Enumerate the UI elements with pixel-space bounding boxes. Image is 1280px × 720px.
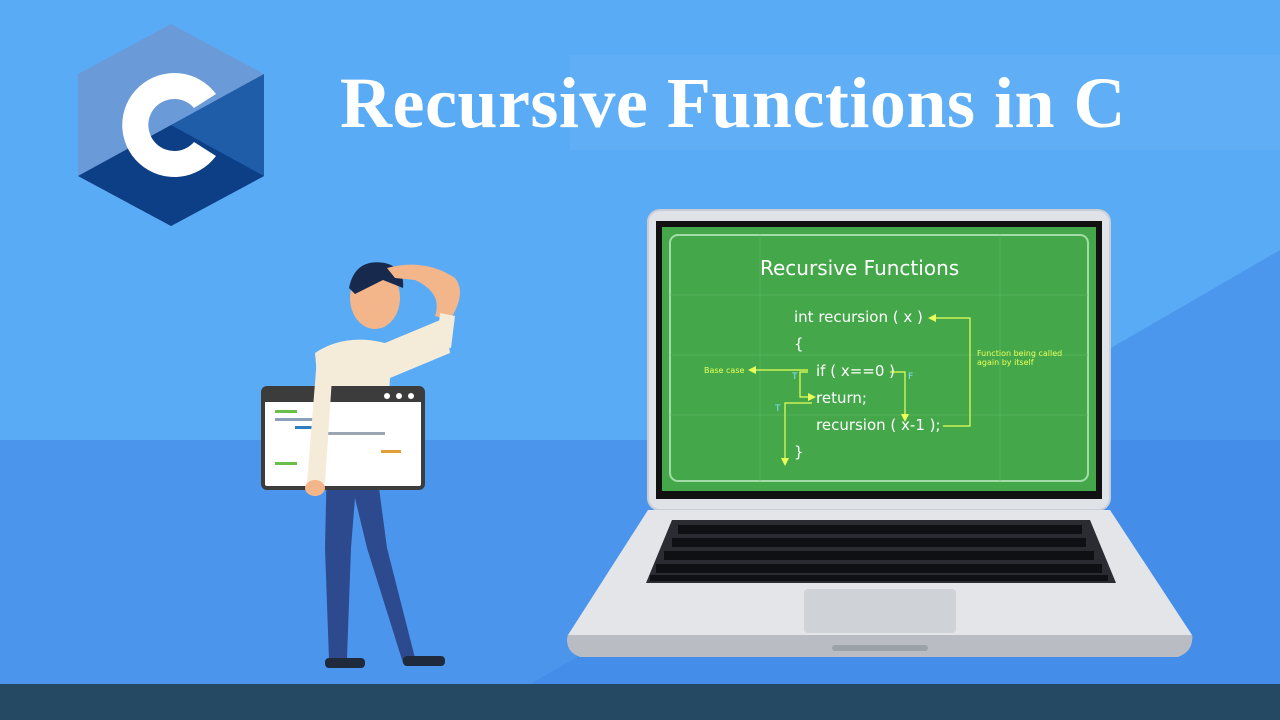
confused-person-illustration [261, 262, 460, 668]
code-line-if: if ( x==0 ) [816, 362, 896, 380]
code-line-signature: int recursion ( x ) [794, 308, 923, 326]
c-letter-icon [122, 73, 216, 177]
code-line-open-brace: { [794, 335, 804, 353]
false-label: F [908, 372, 914, 382]
base-case-label: Base case [704, 366, 745, 375]
recursive-call-note-line2: again by itself [977, 358, 1034, 367]
page-title: Recursive Functions in C [340, 63, 1126, 143]
true-label-if: T [792, 372, 798, 382]
code-screen [662, 227, 1096, 491]
code-line-return: return; [816, 389, 867, 407]
c-language-logo [78, 24, 264, 226]
code-line-close-brace: } [794, 443, 804, 461]
laptop-illustration [567, 209, 1193, 657]
true-label-return: T [775, 404, 781, 414]
screen-title: Recursive Functions [760, 256, 960, 280]
recursive-call-note-line1: Function being called [977, 349, 1063, 358]
code-line-recursive-call: recursion ( x-1 ); [816, 416, 941, 434]
footer-bar [0, 684, 1280, 720]
